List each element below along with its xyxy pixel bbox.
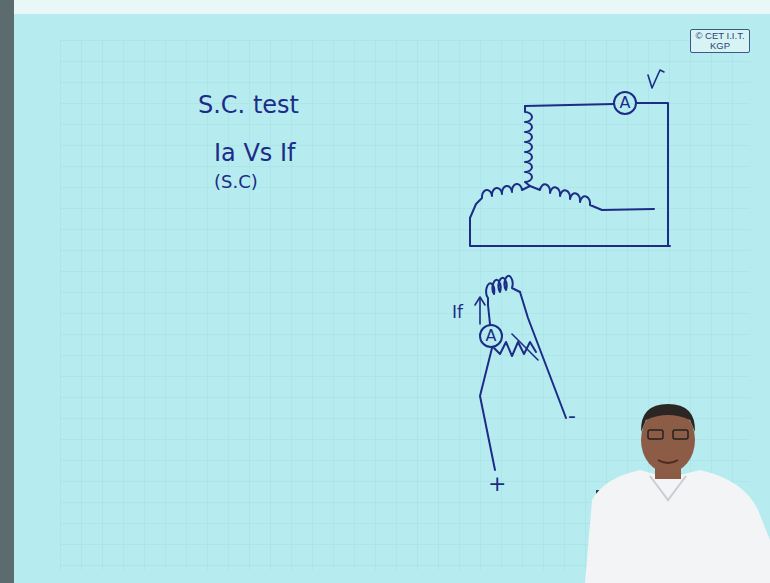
current-label: If xyxy=(452,303,463,322)
winding xyxy=(470,184,530,218)
glasses xyxy=(648,430,663,439)
rheostat-slider xyxy=(512,334,538,360)
field-circuit xyxy=(475,276,566,470)
winding xyxy=(525,106,532,186)
mouth xyxy=(658,460,678,463)
lecturer xyxy=(585,404,770,583)
wire xyxy=(602,209,654,210)
armature-circuit xyxy=(470,70,670,246)
polarity-label: + xyxy=(488,472,506,496)
ammeter-symbol: A xyxy=(479,324,503,348)
wire xyxy=(488,305,490,324)
ammeter-letter: A xyxy=(620,94,631,112)
logo-box: © CET I.I.T. KGP xyxy=(690,29,750,54)
arrow-head xyxy=(475,297,485,305)
winding xyxy=(530,184,602,210)
rheostat xyxy=(494,342,536,356)
board-top xyxy=(14,0,770,14)
axis-note: Ia Vs If xyxy=(214,140,296,166)
wire xyxy=(636,103,668,246)
wire xyxy=(480,348,495,470)
tick-mark xyxy=(648,70,664,88)
ammeter-letter: A xyxy=(486,327,497,345)
subscript-note: (S.C) xyxy=(214,172,258,192)
glasses xyxy=(673,430,688,439)
hair xyxy=(641,404,695,432)
collar xyxy=(650,476,686,500)
heading-note: S.C. test xyxy=(198,92,299,118)
ammeter-symbol: A xyxy=(613,91,637,115)
wire xyxy=(520,292,566,418)
current-arrow xyxy=(479,298,481,324)
field-coil xyxy=(486,276,520,305)
board-edge xyxy=(0,0,14,583)
shirt xyxy=(585,470,770,583)
logo-text: © CET I.I.T. KGP xyxy=(694,31,746,52)
wire xyxy=(470,218,670,246)
wire xyxy=(525,104,614,106)
polarity-label: - xyxy=(568,404,576,428)
